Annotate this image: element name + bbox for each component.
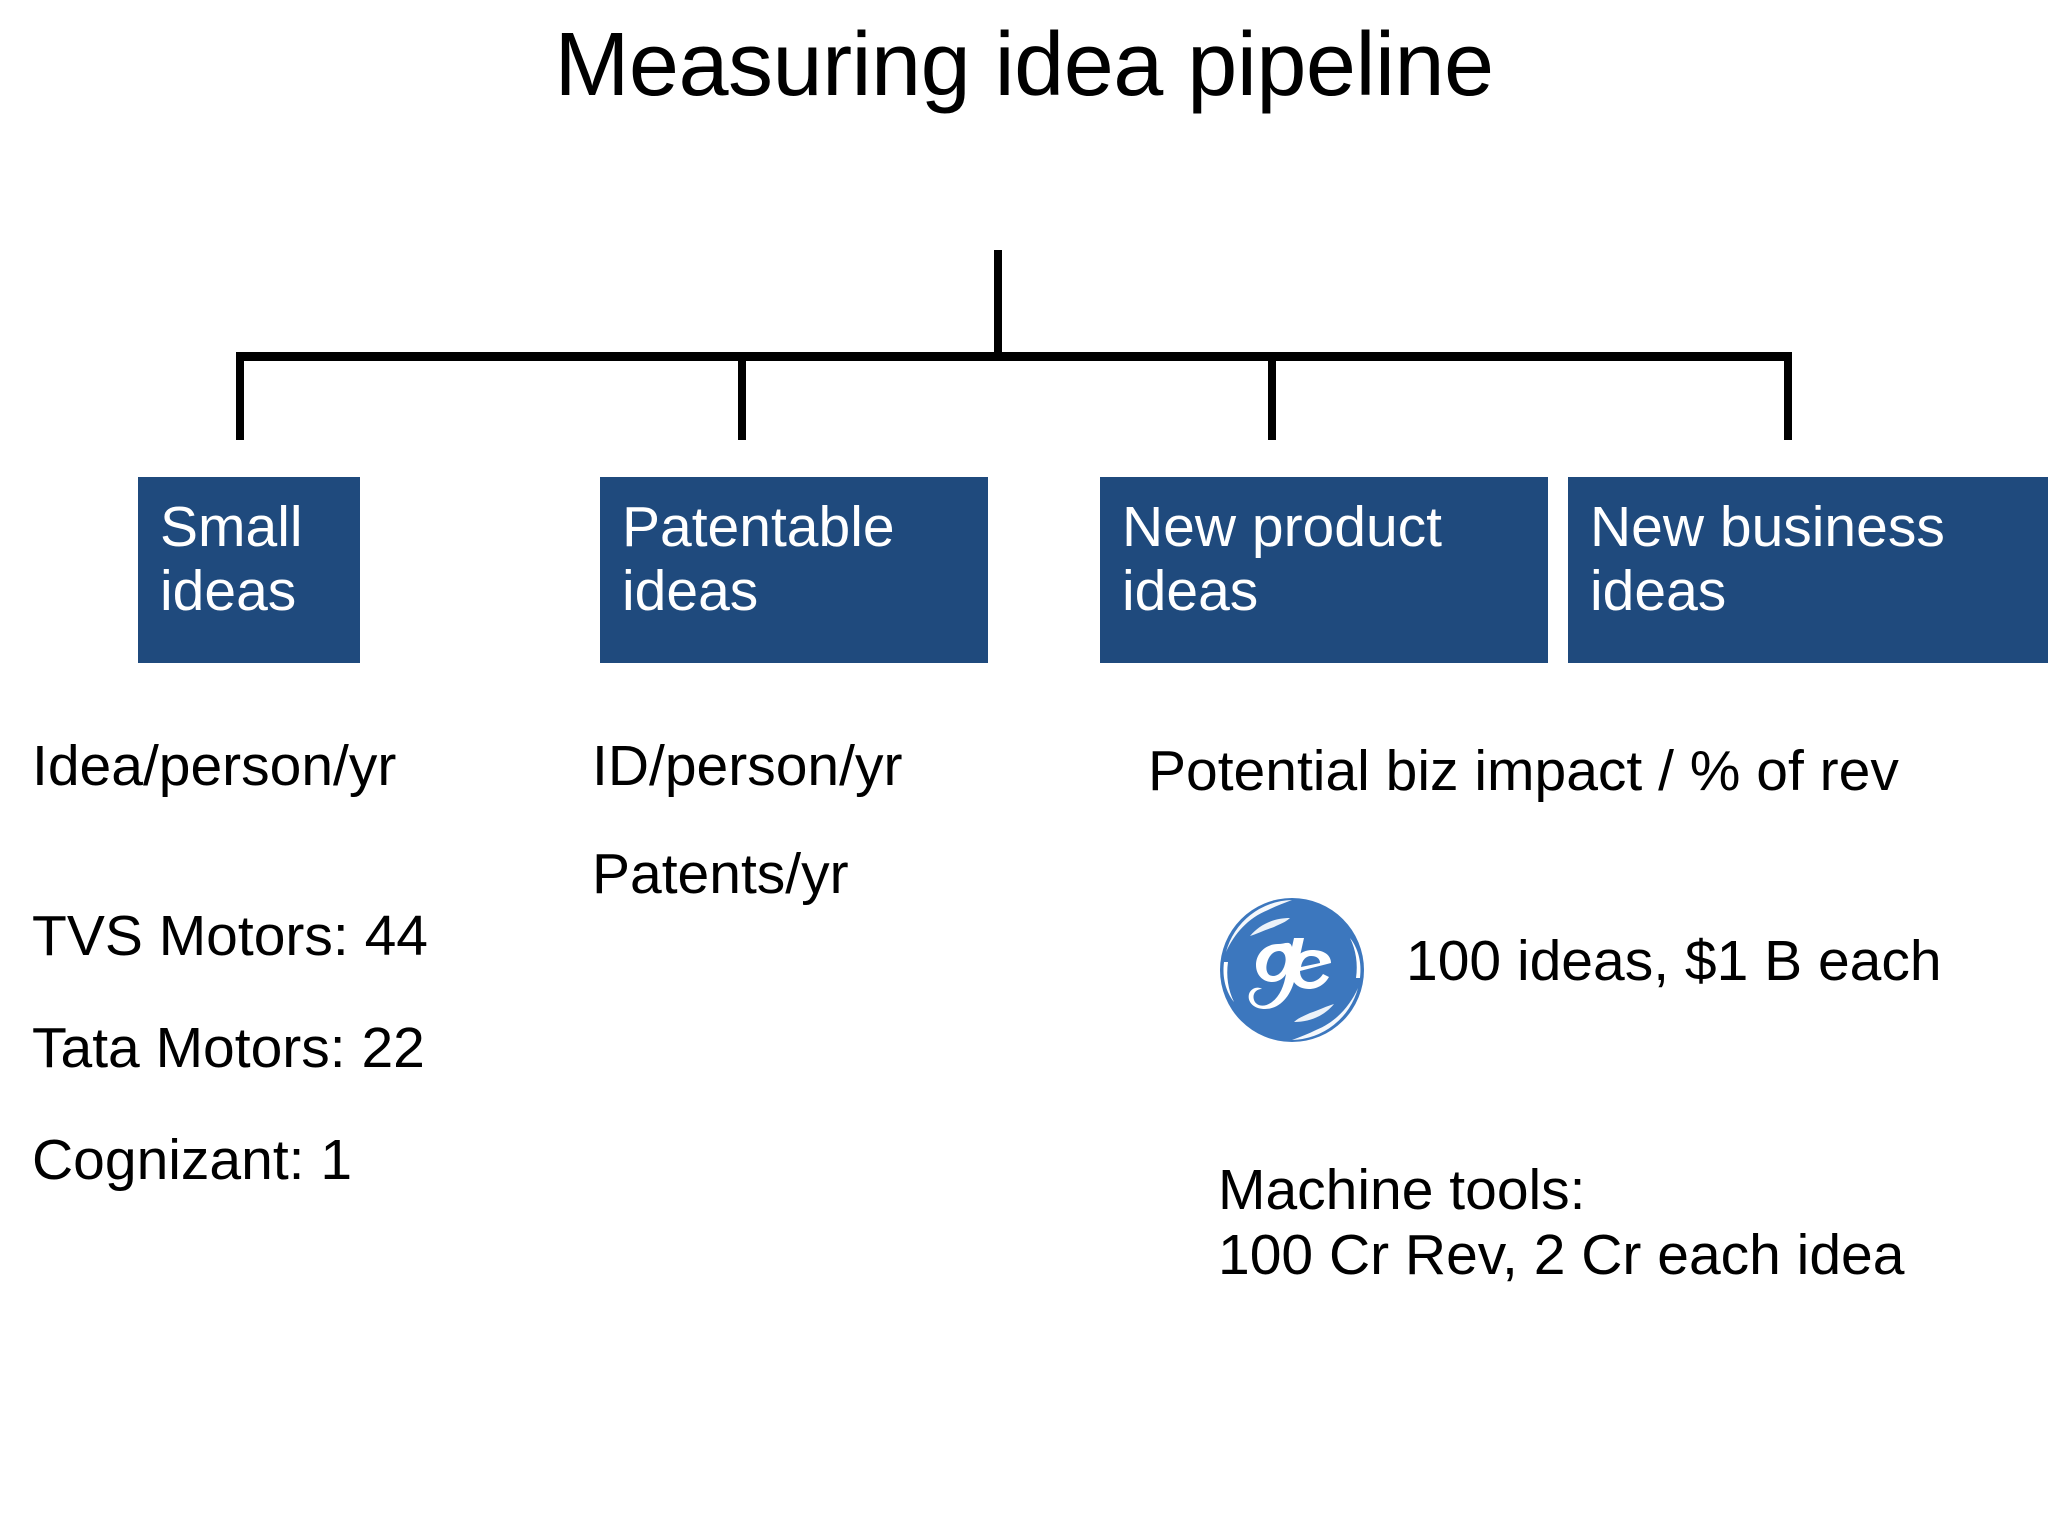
node-box-new-product-ideas[interactable]: New product ideas	[1100, 477, 1548, 663]
connector-root-stem	[994, 250, 1002, 358]
machine-tools-note: Machine tools: 100 Cr Rev, 2 Cr each ide…	[1218, 1158, 1905, 1287]
page-title: Measuring idea pipeline	[554, 15, 1494, 115]
metric-potential-biz-impact: Potential biz impact / % of rev	[1148, 739, 1899, 803]
connector-horizontal-bar	[236, 352, 1792, 361]
ge-logo-icon	[1212, 890, 1372, 1050]
connector-drop-patentable-ideas	[738, 355, 746, 440]
metric-patentable-ideas-2: Patents/yr	[592, 842, 849, 906]
connector-drop-new-product-ideas	[1268, 355, 1276, 440]
metric-small-ideas: Idea/person/yr	[32, 734, 397, 798]
node-box-small-ideas[interactable]: Small ideas	[138, 477, 360, 663]
node-box-new-business-ideas[interactable]: New business ideas	[1568, 477, 2048, 663]
connector-drop-small-ideas	[236, 355, 244, 440]
stat-cognizant: Cognizant: 1	[32, 1128, 353, 1192]
stat-tvs-motors: TVS Motors: 44	[32, 904, 428, 968]
stat-tata-motors: Tata Motors: 22	[32, 1016, 425, 1080]
ge-logo-caption: 100 ideas, $1 B each	[1406, 929, 1942, 993]
connector-drop-new-business-ideas	[1784, 355, 1792, 440]
metric-patentable-ideas-1: ID/person/yr	[592, 734, 903, 798]
node-box-patentable-ideas[interactable]: Patentable ideas	[600, 477, 988, 663]
